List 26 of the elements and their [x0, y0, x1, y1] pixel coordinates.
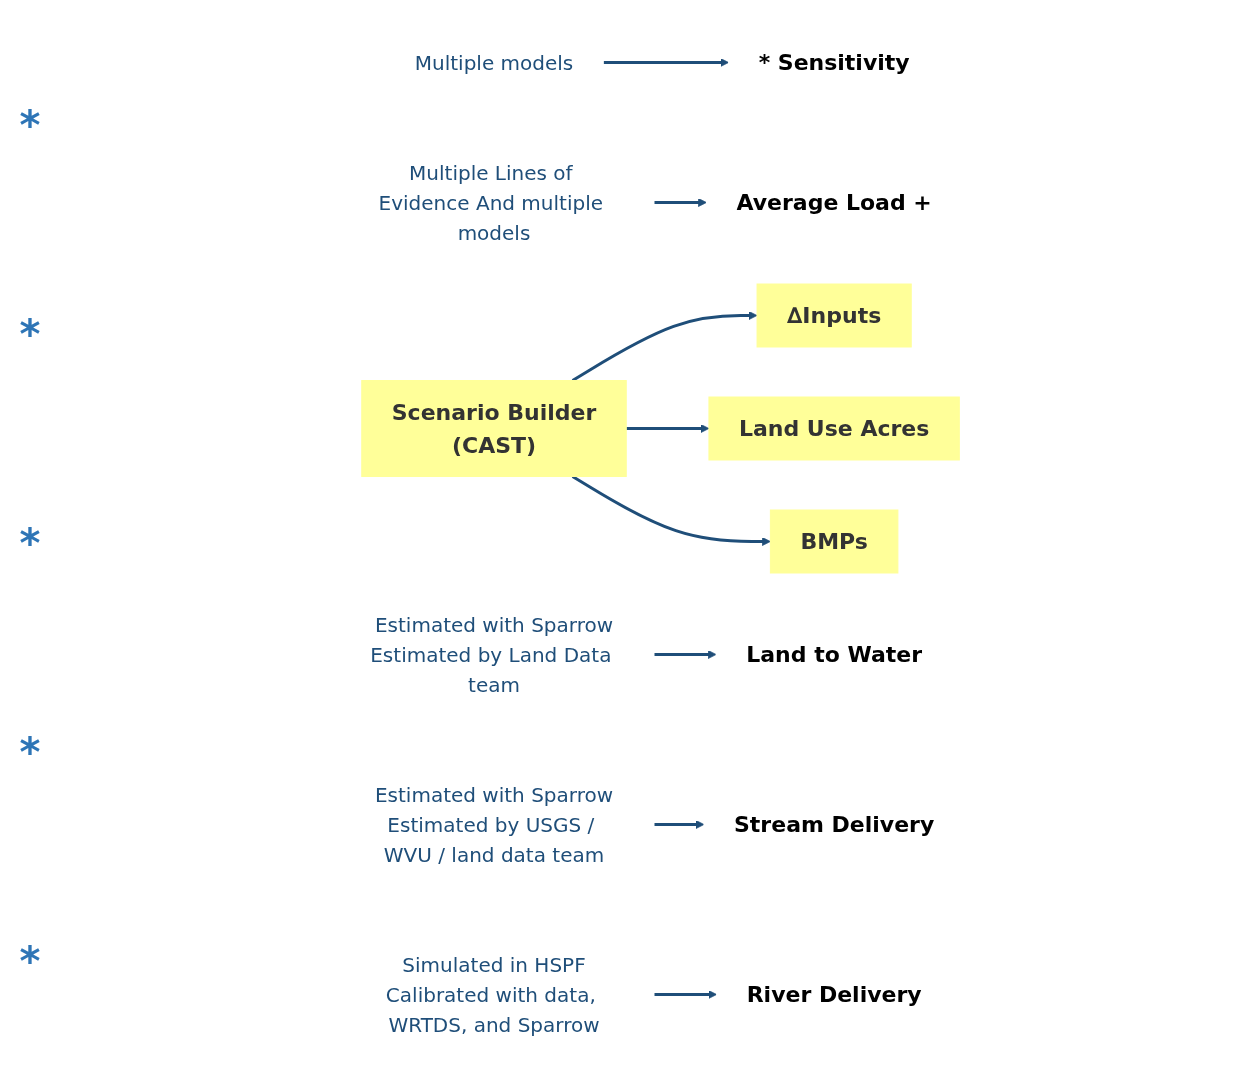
asterisk-label: *	[19, 310, 41, 357]
node-text: Land to Water	[746, 641, 922, 667]
arrow	[571, 310, 758, 382]
arrow	[653, 989, 717, 999]
asterisk-label: *	[19, 937, 41, 984]
node-text: Simulated in HSPF Calibrated with data, WRTDS, and Sparrow	[385, 952, 600, 1037]
node-text: Stream Delivery	[733, 811, 935, 837]
arrow	[603, 57, 729, 67]
node-box: BMPs	[769, 509, 899, 574]
asterisk-label: *	[19, 728, 41, 775]
arrow	[653, 197, 707, 207]
node-box: Land Use Acres	[708, 396, 960, 461]
node-text: Average Load +	[736, 189, 932, 215]
asterisk-label: *	[19, 519, 41, 566]
arrow	[653, 819, 705, 829]
arrow	[653, 649, 717, 659]
asterisk-label: *	[19, 101, 41, 148]
node-box: ∆Inputs	[756, 283, 912, 348]
node-text: Estimated with Sparrow Estimated by Land Data team	[370, 612, 613, 697]
arrow	[626, 423, 710, 433]
node-text: Multiple Lines of Evidence And multiple models	[378, 160, 603, 245]
node-box: Scenario Builder (CAST)	[361, 379, 627, 477]
node-text: Multiple models	[414, 50, 574, 75]
node-text: Estimated with Sparrow Estimated by USGS / WVU / land data team	[374, 782, 613, 867]
node-text: River Delivery	[746, 981, 922, 1007]
node-text: * Sensitivity	[758, 49, 910, 75]
